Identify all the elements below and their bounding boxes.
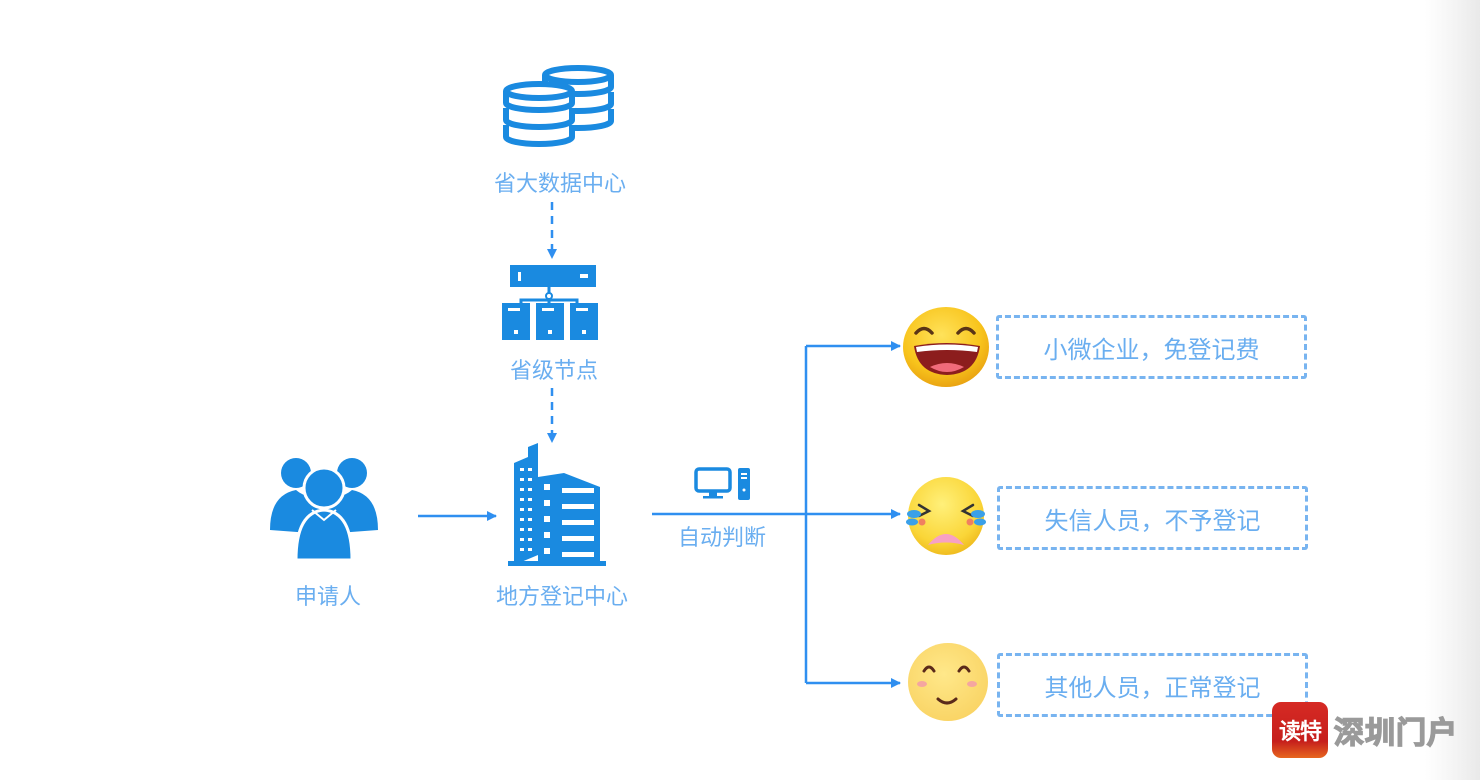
label-provincial-node: 省级节点	[509, 359, 599, 384]
outcome-box-small-enterprise: 小微企业，免登记费	[996, 315, 1307, 379]
smiling-face-icon	[908, 643, 988, 721]
laughing-face-icon	[903, 307, 989, 387]
database-icon	[503, 65, 614, 148]
label-applicant: 申请人	[294, 585, 362, 610]
label-local-registration-center: 地方登记中心	[495, 585, 629, 610]
watermark-badge: 读特	[1272, 702, 1328, 758]
computer-icon	[694, 467, 750, 500]
outcome-text: 其他人员，正常登记	[1044, 673, 1261, 702]
branch-connector	[652, 346, 808, 683]
label-provincial-data-center: 省大数据中心	[493, 172, 627, 197]
watermark-text: 深圳门户	[1333, 715, 1458, 752]
people-group-icon	[270, 458, 378, 562]
crying-face-icon	[906, 477, 986, 555]
building-icon	[508, 443, 606, 566]
outcome-box-dishonest: 失信人员，不予登记	[997, 486, 1308, 550]
outcome-text: 小微企业，免登记费	[1043, 335, 1260, 364]
outcome-box-others: 其他人员，正常登记	[997, 653, 1308, 717]
label-auto-judgment: 自动判断	[677, 526, 767, 551]
watermark-logo: 读特 深圳门户	[1272, 702, 1458, 758]
outcome-text: 失信人员，不予登记	[1044, 506, 1261, 535]
server-network-icon	[502, 265, 598, 340]
